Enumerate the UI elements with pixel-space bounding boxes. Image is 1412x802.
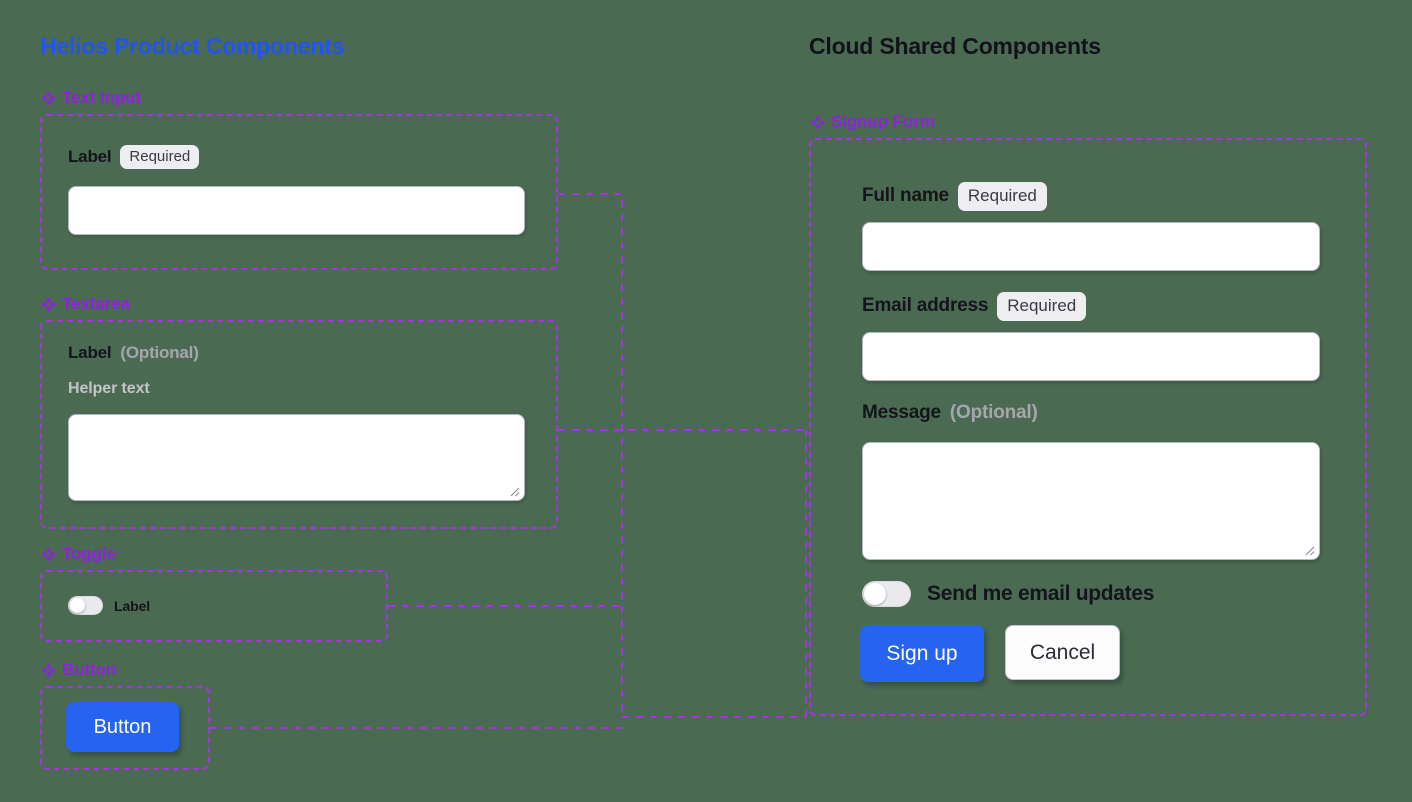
- connector-text-input: [558, 193, 623, 717]
- text-input-label-row: Label Required: [68, 145, 200, 170]
- group-box-button: [40, 686, 210, 770]
- group-label: Text Input: [62, 88, 141, 107]
- email-input[interactable]: [862, 332, 1320, 381]
- toggle-switch-label: Label: [114, 597, 151, 614]
- group-header-button: Button: [41, 660, 116, 680]
- email-label-row: Email address Required: [862, 292, 1087, 321]
- optional-tag: (Optional): [120, 343, 199, 362]
- resize-grip-icon[interactable]: [507, 484, 520, 497]
- toggle-knob: [864, 583, 886, 605]
- optional-tag: (Optional): [949, 402, 1038, 423]
- group-box-toggle: [40, 570, 388, 642]
- required-badge: Required: [120, 145, 200, 170]
- textarea-label: Label: [68, 343, 112, 362]
- group-header-text-input: Text Input: [41, 88, 141, 108]
- group-box-text-input: [40, 114, 558, 270]
- group-header-signup-form: Signup Form: [810, 112, 935, 132]
- required-badge: Required: [957, 182, 1047, 211]
- resize-grip-icon[interactable]: [1302, 543, 1315, 556]
- cancel-button[interactable]: Cancel: [1005, 625, 1120, 680]
- diamond-cluster-icon: [41, 663, 56, 677]
- toggle-row: Label: [68, 596, 150, 615]
- email-updates-label: Send me email updates: [927, 582, 1155, 605]
- email-label: Email address: [862, 295, 989, 317]
- textarea-label-row: Label (Optional): [68, 343, 199, 363]
- textarea-field[interactable]: [68, 414, 525, 501]
- right-panel-title: Cloud Shared Components: [809, 33, 1101, 59]
- diamond-cluster-icon: [41, 297, 56, 311]
- message-textarea[interactable]: [862, 442, 1320, 560]
- textarea-helper-text: Helper text: [68, 380, 150, 397]
- diamond-cluster-icon: [41, 91, 56, 105]
- group-label: Textarea: [62, 294, 130, 313]
- full-name-input[interactable]: [862, 222, 1320, 271]
- group-header-toggle: Toggle: [41, 544, 116, 564]
- required-badge: Required: [997, 292, 1087, 321]
- full-name-label: Full name: [862, 185, 949, 207]
- sign-up-button[interactable]: Sign up: [860, 625, 984, 682]
- text-input-field[interactable]: [68, 186, 525, 235]
- message-label: Message: [862, 402, 941, 423]
- email-updates-row: Send me email updates: [862, 581, 1154, 607]
- full-name-label-row: Full name Required: [862, 182, 1047, 211]
- group-box-signup-form: [809, 138, 1367, 716]
- email-updates-toggle[interactable]: [862, 581, 911, 607]
- left-panel-title: Helios Product Components: [40, 33, 345, 59]
- group-label: Button: [62, 660, 117, 679]
- group-label: Signup Form: [831, 112, 935, 131]
- toggle-knob: [70, 598, 85, 613]
- group-header-textarea: Textarea: [41, 294, 130, 314]
- diamond-cluster-icon: [810, 115, 825, 129]
- group-label: Toggle: [62, 544, 116, 563]
- diamond-cluster-icon: [41, 547, 56, 561]
- toggle-switch[interactable]: [68, 596, 103, 615]
- group-box-textarea: [40, 320, 558, 529]
- demo-button[interactable]: Button: [66, 702, 179, 752]
- text-input-label: Label: [68, 147, 112, 167]
- message-label-row: Message (Optional): [862, 402, 1038, 424]
